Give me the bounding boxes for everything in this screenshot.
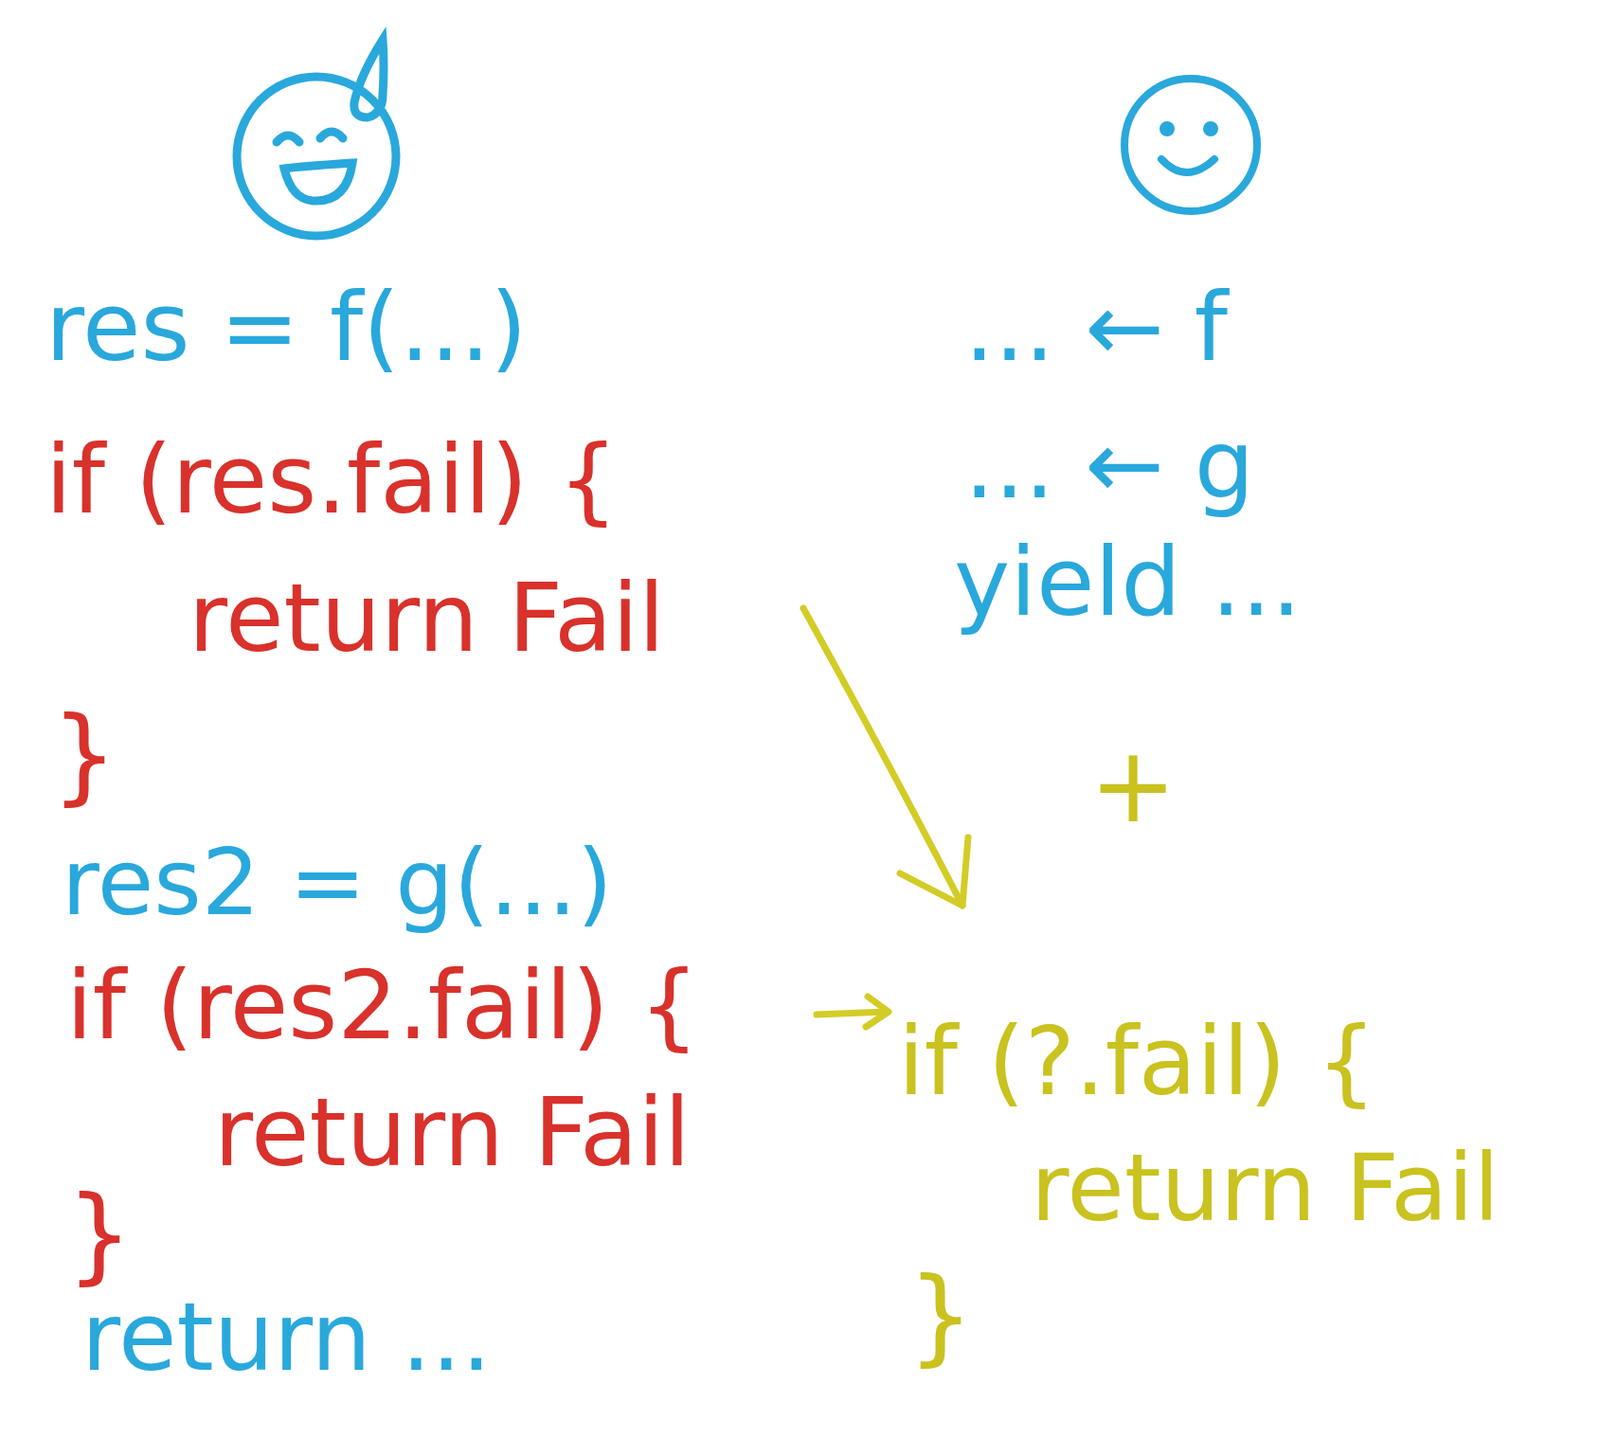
eye xyxy=(276,135,300,143)
arrow-line xyxy=(816,1011,887,1015)
code-text: return Fail xyxy=(188,563,666,673)
face-outline xyxy=(236,76,396,236)
code-text: yield ... xyxy=(953,527,1302,637)
code-text: } xyxy=(907,1256,974,1377)
code-text: if (res.fail) { xyxy=(45,425,619,535)
arrow-head xyxy=(865,996,889,1027)
code-text: return Fail xyxy=(214,1078,691,1187)
code-text: return ... xyxy=(81,1282,492,1392)
code-text: res = f(...) xyxy=(45,272,528,382)
arrow-head xyxy=(899,837,969,906)
eye xyxy=(320,131,343,139)
code-text: + xyxy=(1089,725,1177,846)
eye xyxy=(1163,125,1171,133)
code-text: ... ← g xyxy=(964,410,1255,520)
mouth xyxy=(1161,159,1215,173)
code-text: } xyxy=(51,695,118,816)
code-text: } xyxy=(66,1174,133,1295)
code-text: if (res2.fail) { xyxy=(66,951,700,1061)
code-text: ... ← f xyxy=(964,272,1228,382)
face-outline xyxy=(1124,78,1258,212)
code-text: res2 = g(...) xyxy=(61,829,613,935)
grinning-face xyxy=(236,39,396,236)
arrow-line xyxy=(803,608,963,906)
code-text: if (?.fail) { xyxy=(898,1006,1377,1116)
sweat-drop xyxy=(354,39,384,118)
calm-face xyxy=(1124,78,1258,212)
eye xyxy=(1206,125,1215,133)
mouth xyxy=(284,162,353,201)
yellow-arrows xyxy=(803,608,969,1027)
code-text: return Fail xyxy=(1030,1134,1500,1242)
